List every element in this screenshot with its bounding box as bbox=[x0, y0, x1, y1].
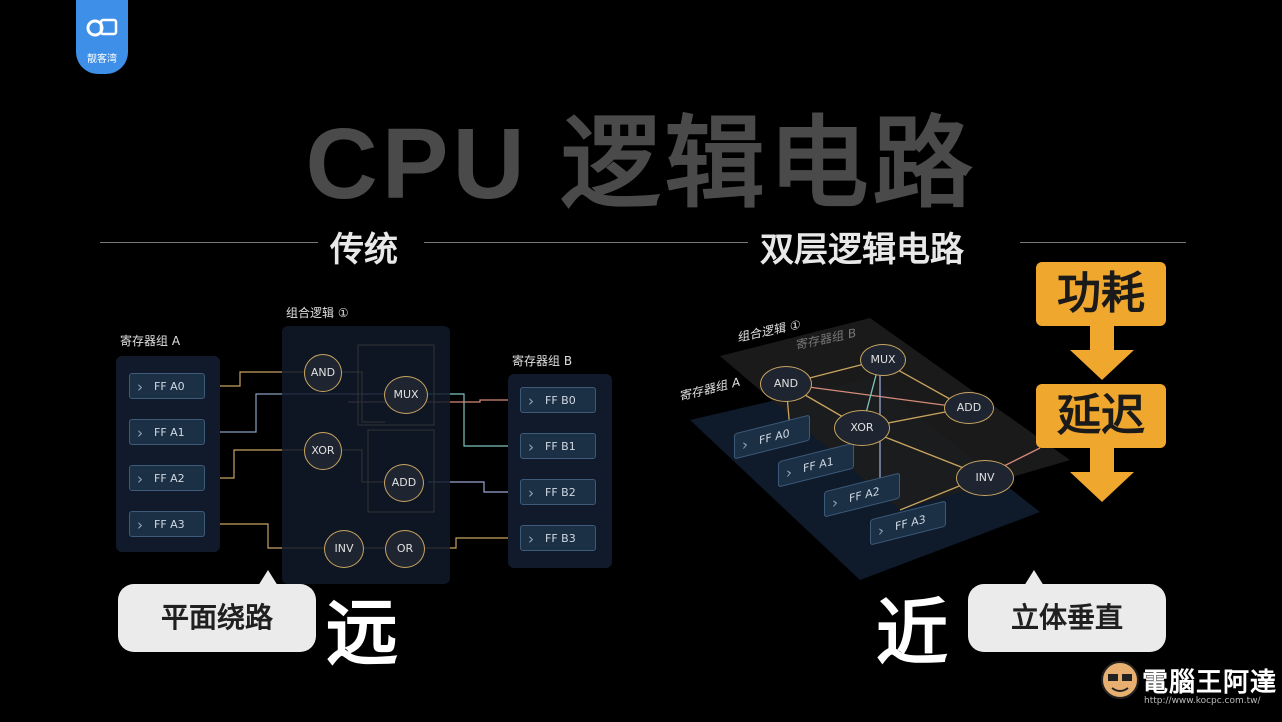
ff-a1: FF A1 bbox=[129, 419, 205, 446]
section-traditional: 传统 bbox=[330, 230, 398, 270]
dl-gate-inv: INV bbox=[956, 460, 1014, 496]
gate-add: ADD bbox=[384, 464, 424, 502]
gate-xor: XOR bbox=[304, 432, 342, 470]
far-label: 远 bbox=[326, 591, 399, 675]
ff-b3: FF B3 bbox=[520, 525, 596, 552]
dl-gate-add: ADD bbox=[944, 392, 994, 424]
dl-gate-and: AND bbox=[760, 366, 812, 402]
pill-pointer bbox=[1024, 570, 1044, 586]
divider-line bbox=[1020, 242, 1186, 243]
group-a-label: 寄存器组 A bbox=[120, 334, 181, 348]
divider-line bbox=[100, 242, 318, 243]
vertical-label: 立体垂直 bbox=[968, 584, 1166, 652]
watermark-url: http://www.kocpc.com.tw/ bbox=[1144, 696, 1261, 706]
ff-a3: FF A3 bbox=[129, 511, 205, 538]
dl-gate-xor: XOR bbox=[834, 410, 890, 446]
ff-a2: FF A2 bbox=[129, 465, 205, 492]
ff-b2: FF B2 bbox=[520, 479, 596, 506]
arrow-down-icon bbox=[1070, 326, 1134, 380]
ff-b0: FF B0 bbox=[520, 387, 596, 414]
watermark-brand: 電腦王阿達 bbox=[1142, 668, 1278, 698]
flat-routing-label: 平面绕路 bbox=[118, 584, 316, 652]
gate-inv: INV bbox=[324, 530, 364, 568]
page-title: CPU 逻辑电路 bbox=[305, 108, 977, 220]
delay-callout: 延迟 bbox=[1036, 384, 1166, 448]
gate-or: OR bbox=[385, 530, 425, 568]
arrow-down-icon bbox=[1070, 448, 1134, 502]
gate-mux: MUX bbox=[384, 376, 428, 414]
logic-label: 组合逻辑 ① bbox=[286, 306, 349, 320]
section-dual-layer: 双层逻辑电路 bbox=[760, 230, 964, 270]
dl-gate-mux: MUX bbox=[860, 344, 906, 376]
pill-pointer bbox=[258, 570, 278, 586]
logo-text: 靓客湾 bbox=[87, 54, 117, 65]
near-label: 近 bbox=[876, 591, 949, 675]
gate-and: AND bbox=[304, 354, 342, 392]
gear-icon bbox=[86, 18, 118, 37]
channel-logo: 靓客湾 bbox=[76, 0, 128, 74]
ff-a0: FF A0 bbox=[129, 373, 205, 400]
power-callout: 功耗 bbox=[1036, 262, 1166, 326]
divider-line bbox=[424, 242, 748, 243]
mascot-icon bbox=[1101, 661, 1139, 699]
group-b-label: 寄存器组 B bbox=[512, 354, 573, 368]
ff-b1: FF B1 bbox=[520, 433, 596, 460]
